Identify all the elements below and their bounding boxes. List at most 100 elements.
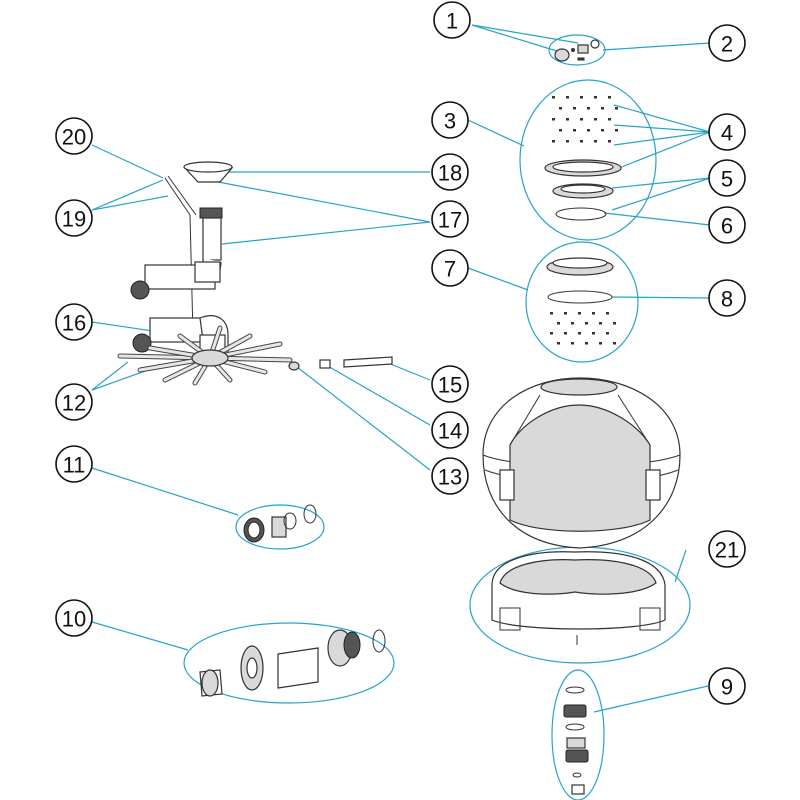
svg-text:5: 5 (721, 167, 733, 192)
screw-dot (550, 332, 553, 335)
part-10-union-set (199, 629, 386, 697)
oval-part-9 (551, 669, 605, 800)
callout-3: 3 (431, 101, 469, 139)
callout-9: 9 (708, 667, 746, 705)
svg-text:16: 16 (62, 311, 86, 336)
screw-dot (615, 107, 618, 110)
screw-dot (566, 140, 569, 143)
screw-dot (606, 312, 609, 315)
callout-20: 20 (55, 117, 93, 155)
screw-dot (557, 322, 560, 325)
svg-text:18: 18 (438, 161, 462, 186)
screw-set (552, 96, 618, 143)
callout-4: 4 (708, 113, 746, 151)
callout-18: 18 (431, 153, 469, 191)
screw-dot (552, 96, 555, 99)
screw-dot (564, 332, 567, 335)
part-11-fitting (243, 504, 317, 543)
screw-dot (552, 118, 555, 121)
screw-dot (592, 312, 595, 315)
callout-5: 5 (708, 159, 746, 197)
callout-13: 13 (431, 457, 469, 495)
callout-19: 19 (55, 199, 93, 237)
group-ovals (183, 34, 691, 800)
svg-text:9: 9 (721, 675, 733, 700)
screw-dot (585, 342, 588, 345)
svg-text:15: 15 (438, 373, 462, 398)
part-9-drain-valve (563, 686, 589, 795)
screw-dot (613, 322, 616, 325)
svg-text:10: 10 (62, 607, 86, 632)
screw-dot (599, 342, 602, 345)
svg-text:11: 11 (63, 453, 86, 478)
svg-text:2: 2 (721, 32, 733, 57)
screw-dot (564, 312, 567, 315)
svg-text:3: 3 (444, 109, 456, 134)
screw-dot (608, 118, 611, 121)
screw-dot (592, 332, 595, 335)
oval-part-7-8 (525, 241, 639, 363)
filter-tank (482, 377, 681, 549)
part-3-6-lid-parts (544, 96, 622, 221)
svg-text:14: 14 (438, 419, 462, 444)
screw-dot (578, 312, 581, 315)
svg-text:7: 7 (444, 257, 456, 282)
svg-text:13: 13 (438, 465, 462, 490)
screw-dot (559, 107, 562, 110)
callout-17: 17 (431, 200, 469, 238)
part-7-8-flange (546, 257, 616, 345)
screw-dot (559, 129, 562, 132)
part-13-15-lateral-pieces (288, 356, 393, 371)
screw-dot (608, 140, 611, 143)
oval-part-11 (235, 504, 325, 550)
oval-part-3-6 (519, 79, 657, 241)
screw-dot (587, 129, 590, 132)
svg-text:21: 21 (715, 538, 739, 563)
screw-dot (599, 322, 602, 325)
screw-dot (587, 107, 590, 110)
callout-1: 1 (433, 1, 471, 39)
svg-text:4: 4 (721, 121, 733, 146)
screw-dot (578, 332, 581, 335)
callout-7: 7 (431, 249, 469, 287)
lateral-hub (191, 349, 229, 367)
svg-text:12: 12 (62, 391, 86, 416)
leader-lines (91, 24, 711, 713)
callout-11: 11 (55, 445, 93, 483)
screw-dot (573, 107, 576, 110)
screw-dot (608, 96, 611, 99)
screw-dot (571, 322, 574, 325)
screw-dot (571, 342, 574, 345)
screw-dot (566, 118, 569, 121)
internal-pipe-assembly (117, 161, 293, 386)
screw-dot (573, 129, 576, 132)
callout-15: 15 (431, 365, 469, 403)
callout-10: 10 (55, 599, 93, 637)
svg-text:17: 17 (438, 208, 462, 233)
svg-text:19: 19 (62, 207, 86, 232)
screw-dot (557, 342, 560, 345)
callout-2: 2 (708, 24, 746, 62)
screw-dot (613, 342, 616, 345)
part-1-2-fittings (554, 39, 600, 62)
screw-set-2 (550, 312, 616, 345)
screw-dot (594, 96, 597, 99)
screw-dot (550, 312, 553, 315)
screw-dot (606, 332, 609, 335)
screw-dot (585, 322, 588, 325)
callout-14: 14 (431, 411, 469, 449)
screw-dot (594, 118, 597, 121)
callout-8: 8 (708, 279, 746, 317)
lateral-arms (117, 325, 293, 386)
screw-dot (594, 140, 597, 143)
callout-6: 6 (708, 206, 746, 244)
callout-21: 21 (708, 530, 746, 568)
oval-part-10 (183, 622, 395, 704)
svg-text:20: 20 (62, 125, 86, 150)
screw-dot (580, 118, 583, 121)
svg-text:6: 6 (721, 214, 733, 239)
screw-dot (615, 129, 618, 132)
callout-12: 12 (55, 383, 93, 421)
svg-text:1: 1 (446, 9, 458, 34)
